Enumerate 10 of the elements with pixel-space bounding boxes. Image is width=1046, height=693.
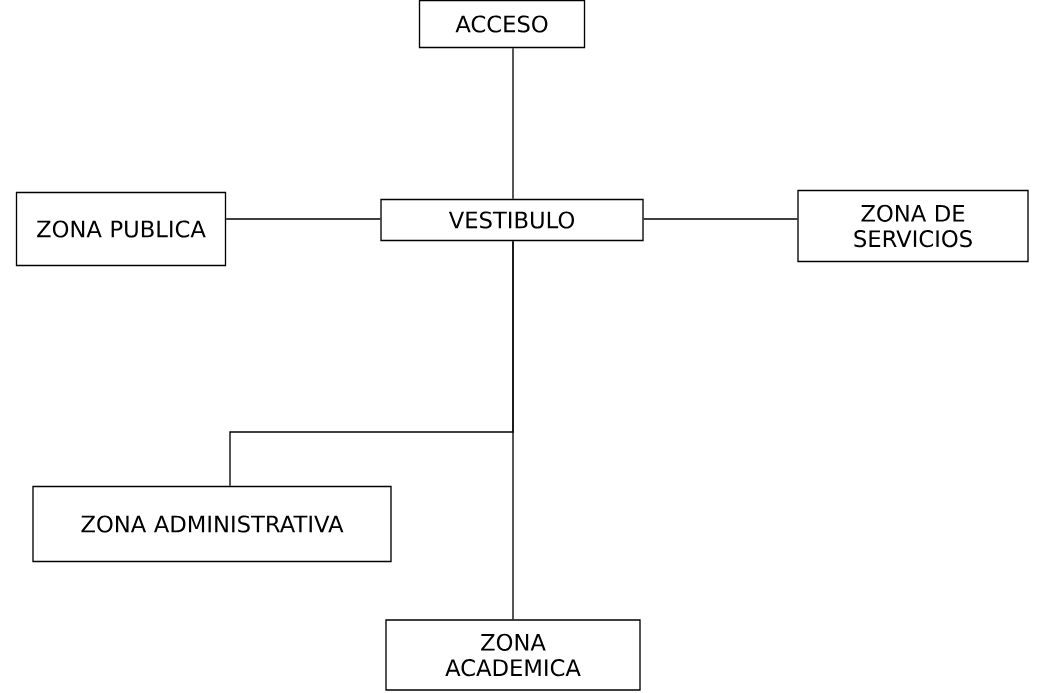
zone-box: VESTIBULO [380, 198, 644, 242]
connector-line [512, 240, 514, 620]
zone-box: ZONA DE SERVICIOS [797, 189, 1029, 263]
zone-box: ZONA ADMINISTRATIVA [32, 485, 392, 563]
zone-box: ZONA PUBLICA [15, 191, 227, 267]
zone-box: ACCESO [418, 0, 586, 49]
zone-box: ZONA ACADEMICA [385, 619, 641, 691]
connector-line [512, 47, 514, 200]
connector-line [643, 218, 798, 220]
connector-line [225, 218, 381, 220]
